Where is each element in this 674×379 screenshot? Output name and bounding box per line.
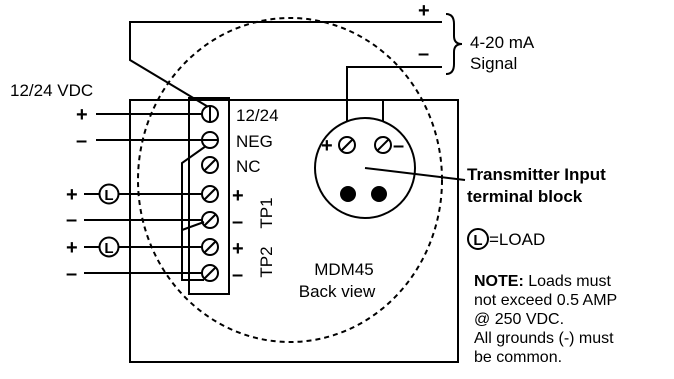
terminal-pin [371,186,387,202]
load2-plus-symbol: + [66,237,78,259]
supply-label: 12/24 VDC [10,81,93,100]
terminal-label-1224: 12/24 [236,106,279,125]
signal-label-line1: 4-20 mA [470,33,535,52]
signal-minus-symbol: – [418,43,429,65]
load1-label: L [104,187,113,204]
signal-plus-wire [129,21,442,109]
legend-load-letter: L [473,232,482,249]
load-symbol [98,236,120,258]
terminal-label-neg: NEG [236,132,273,151]
note-line5: be common. [474,349,562,366]
transmitter-callout-line [364,167,466,181]
load1-plus-symbol: + [66,184,78,206]
device-model: MDM45 [314,260,374,279]
note-line1-rest: Loads must [524,273,612,290]
signal-label-line2: Signal [470,54,517,73]
tp2-label: TP2 [257,246,276,277]
note-line3: @ 250 VDC. [474,311,564,328]
tp1-label: TP1 [257,197,276,228]
signal-brace [445,13,463,75]
note-line4: All grounds (-) must [474,330,614,347]
note-line1: NOTE: Loads must [474,273,611,290]
terminal-strip [188,97,230,295]
transmitter-callout-line1: Transmitter Input [467,165,606,184]
transmitter-plus-symbol: + [321,135,333,157]
load-symbol [98,183,120,205]
signal-minus-wire [346,66,442,136]
note-heading: NOTE: [474,273,524,290]
supply-plus-symbol: + [76,104,88,126]
tp1-plus-symbol: + [232,185,244,207]
tp2-plus-symbol: + [232,238,244,260]
transmitter-minus-symbol: – [393,135,404,157]
legend-load-symbol [467,228,489,250]
device-view: Back view [299,282,376,301]
load1-minus-symbol: – [66,209,77,231]
terminal-pin [340,186,356,202]
tp1-minus-symbol: – [232,211,243,233]
tp1-minus-link [181,221,205,231]
terminal-label-nc: NC [236,157,261,176]
legend-text: =LOAD [489,230,545,249]
load2-minus-symbol: – [66,263,77,285]
device-housing [129,99,459,363]
note-line2: not exceed 0.5 AMP [474,292,617,309]
transmitter-callout-line2: terminal block [467,187,583,206]
tp2-minus-symbol: – [232,264,243,286]
dashed-outline [137,17,443,343]
supply-minus-symbol: – [76,130,87,152]
load2-label: L [104,240,113,257]
common-return-wire [181,145,207,281]
signal-plus-symbol: + [418,0,430,22]
